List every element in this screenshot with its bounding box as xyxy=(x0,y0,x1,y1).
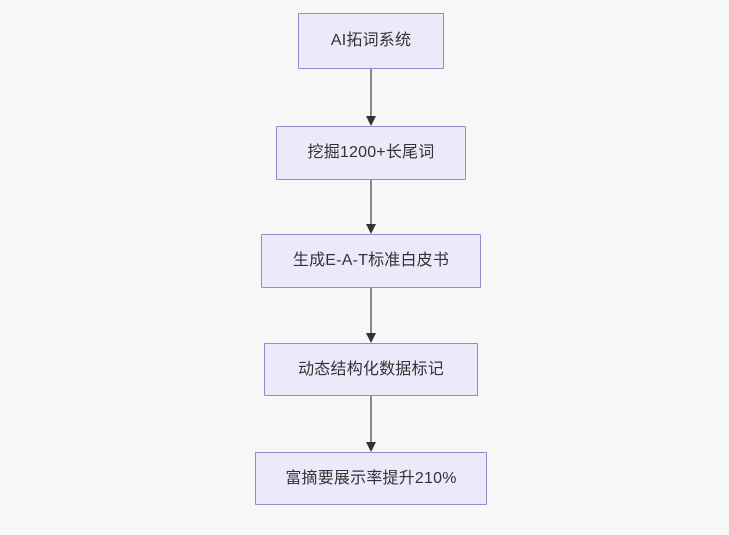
flow-node-label: AI拓词系统 xyxy=(330,32,412,49)
arrow-head xyxy=(366,116,376,126)
flow-node-n2[interactable]: 挖掘1200+长尾词 xyxy=(276,126,466,180)
flow-node-n1[interactable]: AI拓词系统 xyxy=(298,13,444,69)
flow-node-label: 富摘要展示率提升210% xyxy=(285,469,457,487)
flow-arrow-n1-to-n2 xyxy=(361,69,381,126)
flow-arrow-n3-to-n4 xyxy=(361,288,381,343)
flow-node-n3[interactable]: 生成E-A-T标准白皮书 xyxy=(261,234,481,288)
flow-node-label: 生成E-A-T标准白皮书 xyxy=(292,252,450,269)
flow-node-n5[interactable]: 富摘要展示率提升210% xyxy=(255,452,487,505)
flow-node-label: 动态结构化数据标记 xyxy=(298,360,444,378)
arrow-head xyxy=(366,224,376,234)
arrow-head xyxy=(366,333,376,343)
flow-node-label: 挖掘1200+长尾词 xyxy=(307,144,435,161)
arrow-head xyxy=(366,442,376,452)
flow-node-n4[interactable]: 动态结构化数据标记 xyxy=(264,343,478,396)
flow-arrow-n4-to-n5 xyxy=(361,396,381,452)
flow-arrow-n2-to-n3 xyxy=(361,180,381,234)
